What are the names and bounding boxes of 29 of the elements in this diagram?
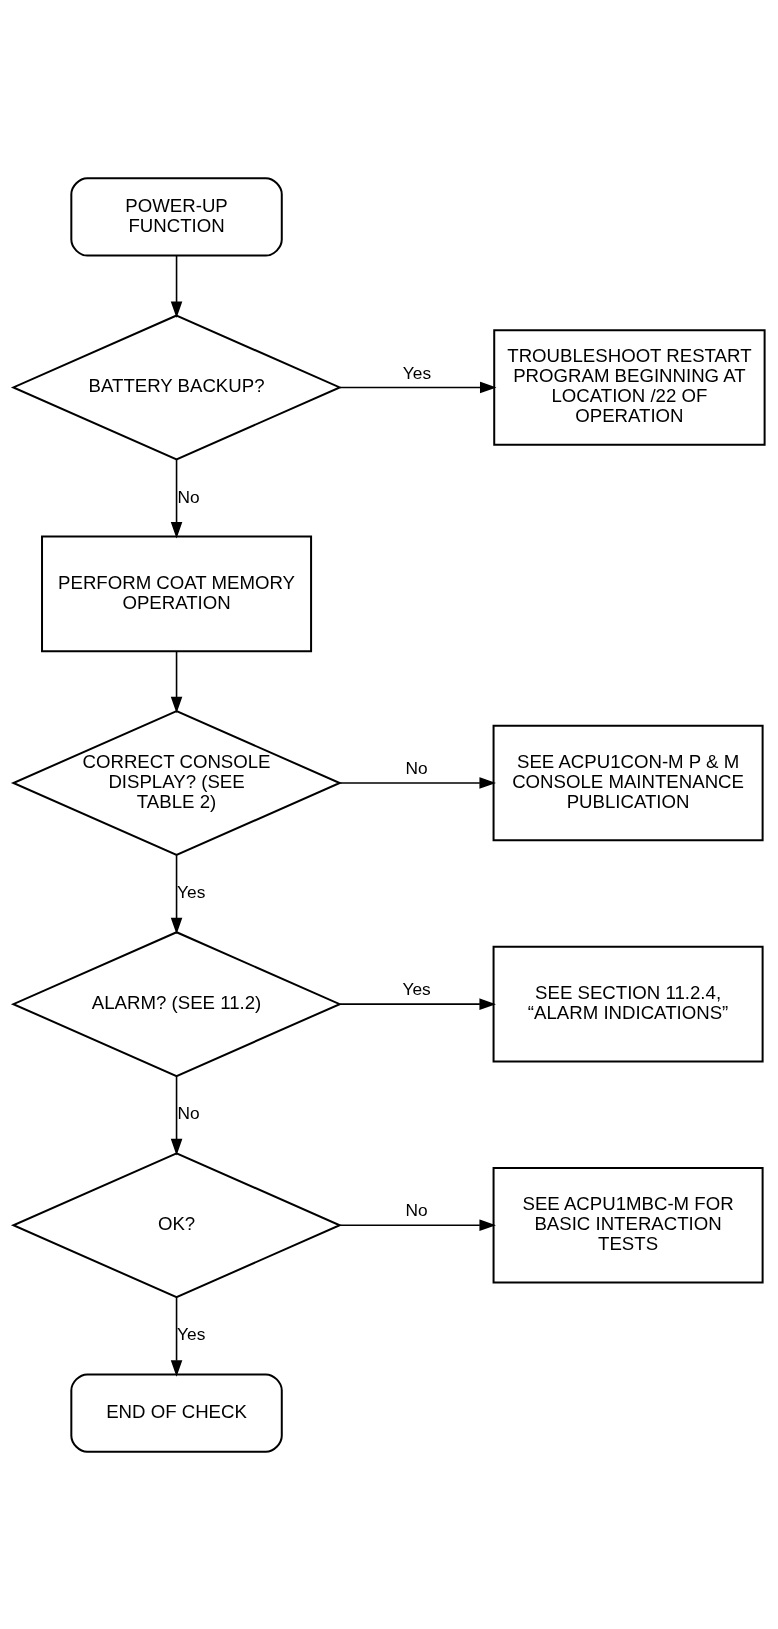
arrow — [170, 254, 183, 318]
node-box: END OF CHECK — [70, 1372, 283, 1453]
arrow — [339, 997, 496, 1010]
edge-label: No — [177, 1102, 200, 1123]
node-diamond: CORRECT CONSOLE DISPLAY? (SEE TABLE 2) — [10, 709, 343, 856]
edge-label: Yes — [402, 978, 431, 999]
arrow — [339, 776, 496, 789]
node-box: POWER-UP FUNCTION — [70, 176, 283, 257]
node-box: TROUBLESHOOT RESTART PROGRAM BEGINNING AT LOCATION /22 OF OPERATION — [493, 328, 766, 446]
edge-label: Yes — [402, 362, 432, 383]
edge-label: No — [405, 1199, 428, 1220]
edge-label: No — [177, 486, 200, 507]
node-box: SEE ACPU1MBC-M FOR BASIC INTERACTION TESTS — [492, 1166, 764, 1283]
node-box: PERFORM COAT MEMORY OPERATION — [41, 535, 313, 652]
arrow — [170, 649, 183, 713]
arrow — [170, 458, 183, 539]
node-box: SEE SECTION 11.2.4, “ALARM INDICATIONS” — [492, 945, 764, 1062]
edge-label: No — [405, 757, 428, 778]
node-diamond: ALARM? (SEE 11.2) — [10, 930, 343, 1077]
arrow — [339, 381, 497, 393]
node-diamond: OK? — [10, 1151, 343, 1298]
node-box: SEE ACPU1CON-M P & M CONSOLE MAINTENANCE PUBLICATION — [492, 724, 764, 841]
arrow — [170, 1075, 183, 1155]
arrow — [170, 1296, 183, 1377]
edge-label: Yes — [177, 1323, 206, 1344]
arrow — [339, 1218, 496, 1231]
edge-label: Yes — [177, 881, 206, 902]
arrow — [170, 854, 183, 934]
node-diamond: BATTERY BACKUP? — [10, 313, 343, 460]
